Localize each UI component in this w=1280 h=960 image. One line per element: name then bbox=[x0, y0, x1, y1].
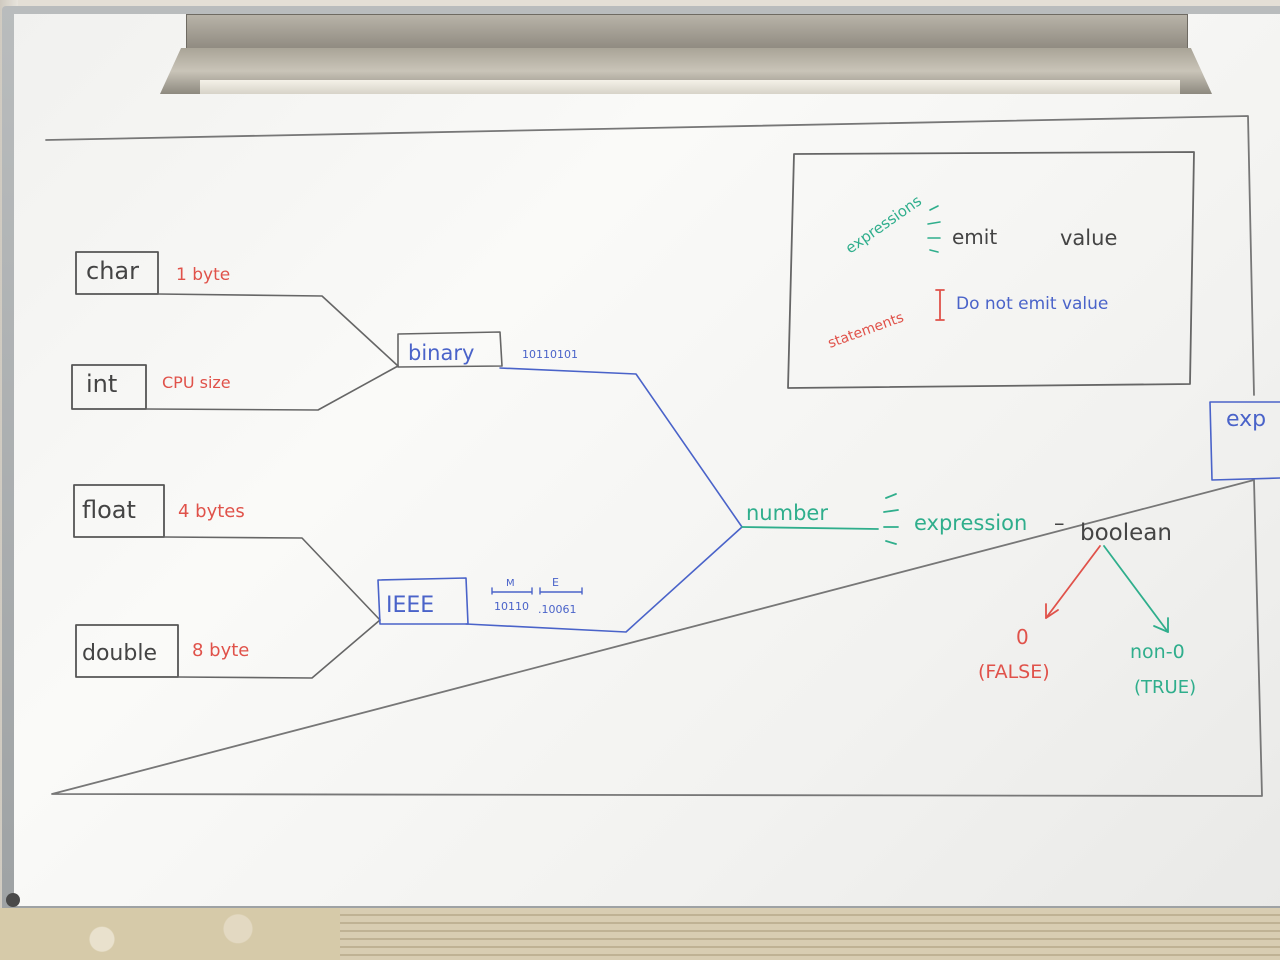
whiteboard bbox=[14, 14, 1280, 906]
false-value: 0 bbox=[1016, 625, 1029, 649]
int-label: int bbox=[86, 370, 117, 398]
char-size: 1 byte bbox=[176, 265, 230, 285]
legend-do-not-emit: Do not emit value bbox=[956, 294, 1108, 314]
floor-pattern bbox=[0, 908, 340, 960]
legend-equivalence-ticks-icon bbox=[927, 205, 941, 253]
boolean-label: boolean bbox=[1080, 520, 1172, 546]
mantissa-bracket bbox=[491, 587, 533, 595]
int-size: CPU size bbox=[162, 373, 231, 392]
binary-label: binary bbox=[408, 341, 474, 365]
legend-separator-icon bbox=[935, 289, 945, 321]
char-label: char bbox=[86, 257, 139, 285]
lamp-tube bbox=[200, 80, 1180, 94]
exponent-label: E bbox=[552, 576, 559, 589]
char-connector-line bbox=[157, 293, 399, 367]
dash-separator: – bbox=[1054, 511, 1065, 535]
cut-off-box bbox=[1209, 401, 1280, 481]
double-label: double bbox=[82, 641, 157, 666]
ieee-to-number-line bbox=[465, 526, 743, 633]
cut-off-text: exp bbox=[1226, 407, 1266, 432]
float-size: 4 bytes bbox=[178, 501, 245, 522]
number-label: number bbox=[746, 501, 828, 525]
float-connector-line bbox=[163, 536, 381, 621]
double-box bbox=[75, 624, 179, 678]
binary-example: 10110101 bbox=[522, 348, 578, 361]
true-value: non-0 bbox=[1130, 641, 1185, 663]
exponent-bracket bbox=[539, 587, 583, 595]
lamp-housing bbox=[186, 14, 1188, 50]
mantissa-bits: 10110 bbox=[494, 600, 529, 613]
mantissa-label: M bbox=[506, 578, 515, 589]
exponent-bits: .10061 bbox=[538, 603, 577, 616]
char-box bbox=[75, 251, 159, 295]
float-box bbox=[73, 484, 165, 538]
double-size: 8 byte bbox=[192, 640, 249, 661]
board-corner-icon bbox=[6, 893, 20, 907]
double-connector-line bbox=[177, 619, 381, 679]
legend-emit: emit bbox=[952, 225, 997, 249]
false-arrowhead-icon bbox=[1045, 603, 1059, 619]
true-arrow-line bbox=[1103, 545, 1169, 633]
ieee-label: IEEE bbox=[386, 593, 434, 618]
false-arrow-line bbox=[1045, 545, 1101, 619]
equivalence-ticks-icon bbox=[883, 493, 899, 545]
expression-label: expression bbox=[914, 511, 1027, 535]
legend-value: value bbox=[1060, 226, 1117, 250]
false-label: (FALSE) bbox=[978, 661, 1050, 683]
legend-statements: statements bbox=[826, 310, 906, 352]
number-underline bbox=[741, 526, 879, 530]
binary-to-number-line bbox=[499, 367, 743, 528]
int-connector-line bbox=[145, 365, 399, 411]
outer-frame-line bbox=[45, 115, 1263, 797]
true-label: (TRUE) bbox=[1134, 677, 1196, 698]
float-label: float bbox=[82, 496, 136, 524]
binary-box bbox=[397, 331, 503, 368]
int-box bbox=[71, 364, 147, 410]
legend-box bbox=[787, 151, 1195, 389]
true-arrowhead-icon bbox=[1153, 617, 1169, 633]
legend-expressions: expressions bbox=[842, 192, 925, 258]
